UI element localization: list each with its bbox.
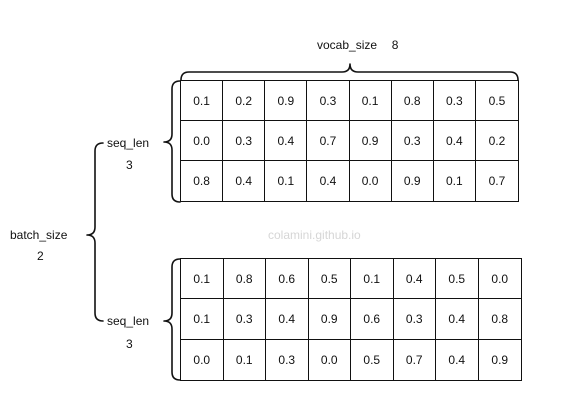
- seq-len-brace-bottom: [163, 258, 181, 381]
- tensor-cell: 0.3: [223, 121, 266, 161]
- tensor-cell: 0.8: [391, 81, 434, 121]
- batch-size-label: batch_size: [10, 228, 68, 242]
- tensor-cell: 0.1: [181, 259, 224, 300]
- vocab-size-value: 8: [391, 38, 399, 52]
- tensor-cell: 0.3: [433, 81, 476, 121]
- tensor-cell: 0.6: [351, 299, 394, 340]
- tensor-cell: 0.4: [265, 121, 308, 161]
- tensor-cell: 0.3: [391, 121, 434, 161]
- tensor-cell: 0.5: [436, 259, 479, 300]
- seq-len-label-bottom: seq_len: [107, 314, 150, 328]
- tensor-cell: 0.3: [223, 299, 266, 340]
- tensor-cell: 0.7: [307, 121, 350, 161]
- vocab-size-name: vocab_size: [317, 38, 378, 52]
- tensor-cell: 0.4: [436, 339, 479, 380]
- tensor-cell: 0.1: [265, 161, 308, 201]
- seq-len-value-bottom: 3: [126, 337, 133, 351]
- tensor-cell: 0.4: [433, 121, 476, 161]
- tensor-cell: 0.8: [181, 161, 224, 201]
- tensor-cell: 0.9: [491, 352, 509, 367]
- tensor-cell: 0.1: [181, 299, 224, 340]
- tensor-cell: 0.9: [392, 161, 434, 201]
- tensor-cell: 0.9: [308, 299, 351, 340]
- tensor-cell: 0.3: [266, 339, 309, 380]
- seq-len-value-top: 3: [126, 158, 133, 172]
- tensor-cell: 0.4: [393, 259, 436, 300]
- tensor-cell: 0.2: [475, 121, 518, 161]
- batch-size-value: 2: [37, 249, 44, 263]
- tensor-cell: 0.0: [350, 161, 392, 201]
- tensor-cell: 0.8: [478, 299, 521, 340]
- tensor-cell: 0.1: [434, 161, 476, 201]
- tensor-cell: 0.4: [436, 299, 479, 340]
- tensor-cell: 0.5: [475, 81, 518, 121]
- tensor-cell: 0.9: [265, 81, 308, 121]
- tensor-cell: 0.1: [181, 81, 224, 121]
- tensor-cell: 0.5: [351, 339, 394, 380]
- watermark: colamini.github.io: [268, 228, 361, 242]
- tensor-cell: 0.7: [394, 339, 436, 380]
- vocab-size-label: vocab_size 8: [317, 38, 398, 52]
- tensor-cell: 0.1: [349, 81, 392, 121]
- seq-len-brace-top: [163, 80, 181, 203]
- tensor-cell: 0.0: [478, 259, 521, 300]
- tensor-cell: 0.5: [308, 259, 351, 300]
- tensor-cell: 0.4: [223, 161, 266, 201]
- tensor-cell: 0.7: [488, 174, 506, 188]
- tensor-cell: 0.6: [266, 259, 309, 300]
- tensor-cell: 0.8: [223, 259, 266, 300]
- seq-len-label-top: seq_len: [107, 136, 150, 150]
- tensor-cell: 0.0: [309, 339, 351, 380]
- tensor-cell: 0.9: [349, 121, 392, 161]
- tensor-cell: 0.1: [351, 259, 394, 300]
- tensor-cell: 0.0: [181, 121, 224, 161]
- tensor-cell: 0.1: [224, 339, 266, 380]
- vocab-size-brace: [180, 63, 519, 81]
- tensor-cell: 0.2: [223, 81, 266, 121]
- tensor-cell: 0.3: [393, 299, 436, 340]
- tensor-cell: 0.3: [307, 81, 350, 121]
- tensor-cell: 0.4: [307, 161, 350, 201]
- batch-size-brace: [86, 142, 104, 322]
- tensor-cell: 0.4: [266, 299, 309, 340]
- tensor-cell: 0.0: [181, 339, 224, 380]
